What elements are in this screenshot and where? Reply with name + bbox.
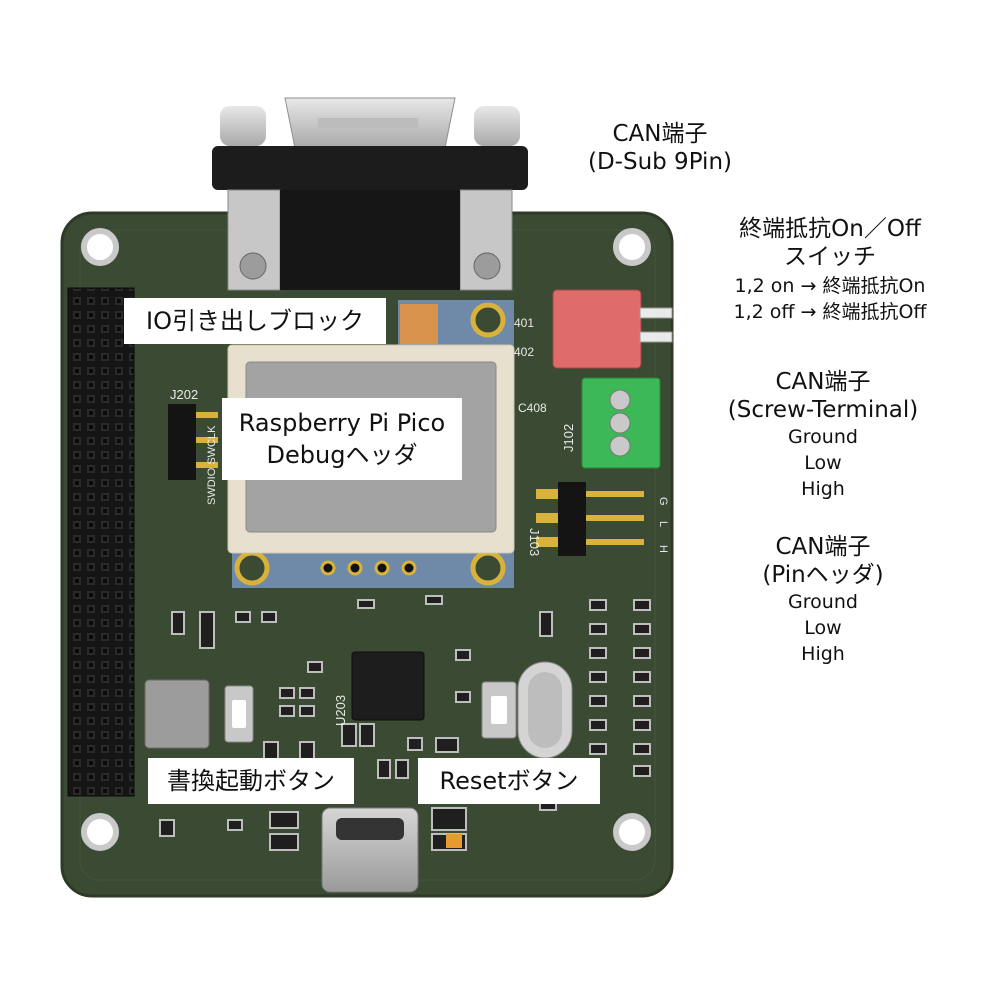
smd-part [261, 611, 277, 623]
reset-button-label: Resetボタン [418, 758, 600, 804]
silkscreen: J202 C408 401 402 J102 J103 U203 SWDIO S… [170, 316, 669, 726]
ann-pin-high: High [801, 643, 845, 665]
ann-term-line-2: 1,2 off → 終端抵抗Off [733, 301, 927, 323]
silk-r401: 401 [514, 316, 534, 330]
silk-j102: J102 [561, 424, 576, 452]
smd-part [633, 623, 651, 635]
smd-part [299, 705, 315, 717]
smd-part [455, 649, 471, 661]
smd-components [159, 595, 651, 851]
smd-part [199, 611, 215, 649]
smd-part [359, 723, 375, 747]
smd-part [159, 819, 175, 837]
smd-part [539, 611, 553, 637]
smd-part [633, 647, 651, 659]
can-pin-header [536, 482, 644, 556]
smd-part [435, 737, 459, 753]
annotation-can-pin: CAN端子 (Pinヘッダ) Ground Low High [720, 533, 926, 667]
silk-h: H [657, 545, 669, 553]
ann-screw-ground: Ground [788, 426, 858, 448]
crystal [517, 661, 573, 759]
silk-c408: C408 [518, 401, 547, 415]
silk-g: G [657, 497, 669, 506]
boot-button-label: 書換起動ボタン [148, 758, 354, 804]
smd-part [425, 595, 443, 605]
ann-pin-title-1: CAN端子 [775, 534, 871, 560]
annotation-can-screw: CAN端子 (Screw-Terminal) Ground Low High [710, 368, 936, 502]
smd-part [633, 695, 651, 707]
smd-part [431, 807, 467, 831]
smd-part [633, 765, 651, 777]
smd-part [633, 671, 651, 683]
smd-part [589, 719, 607, 731]
silk-l: L [657, 521, 669, 527]
usb-connector [321, 807, 419, 893]
silk-swd: SWDIO SWCLK [206, 425, 218, 505]
led-part [446, 834, 462, 848]
smd-part [269, 833, 299, 851]
smd-part [357, 599, 375, 609]
smd-part [279, 705, 295, 717]
ann-pin-ground: Ground [788, 591, 858, 613]
smd-part [589, 743, 607, 755]
ann-screw-low: Low [804, 452, 842, 474]
debug-header-pins [196, 412, 218, 468]
ann-screw-title-2: (Screw-Terminal) [727, 397, 919, 423]
smd-part [633, 743, 651, 755]
smd-part [455, 691, 471, 703]
smd-part [377, 759, 391, 779]
annotation-termination: 終端抵抗On／Off スイッチ 1,2 on → 終端抵抗On 1,2 off … [712, 215, 948, 325]
screw-terminal [581, 377, 661, 469]
smd-part [279, 687, 295, 699]
smd-part [589, 623, 607, 635]
annotation-can-dsub: CAN端子 (D-Sub 9Pin) [560, 120, 760, 176]
inductor [144, 679, 210, 749]
smd-part [235, 611, 251, 623]
boot-button-part [224, 685, 254, 743]
pico-debug-label: Raspberry Pi Pico Debugヘッダ [222, 398, 462, 480]
smd-part [341, 723, 357, 747]
ann-dsub-title: CAN端子 [612, 121, 708, 147]
smd-part [589, 695, 607, 707]
smd-part [171, 611, 185, 635]
termination-switch [552, 289, 673, 369]
reset-button-part [481, 681, 517, 739]
silk-u203: U203 [333, 695, 348, 726]
smd-part [633, 719, 651, 731]
ann-pin-title-2: (Pinヘッダ) [762, 562, 884, 588]
silk-r402: 402 [514, 345, 534, 359]
smd-part [633, 599, 651, 611]
pico-debug-line-1: Raspberry Pi Pico [238, 408, 446, 437]
ann-pin-low: Low [804, 617, 842, 639]
io-block-label: IO引き出しブロック [124, 298, 386, 344]
smd-part [227, 819, 243, 831]
ann-screw-high: High [801, 478, 845, 500]
smd-part [395, 759, 409, 779]
dsub-connector [212, 97, 528, 291]
io-pin-header [67, 287, 135, 797]
pico-debug-line-2: Debugヘッダ [266, 441, 418, 469]
silk-j202: J202 [170, 387, 198, 402]
mounting-holes [81, 228, 651, 851]
debug-header [168, 404, 196, 480]
smd-part [299, 687, 315, 699]
mcu-chip [351, 651, 425, 721]
smd-part [589, 599, 607, 611]
ann-dsub-subtitle: (D-Sub 9Pin) [587, 149, 732, 175]
ann-term-line-1: 1,2 on → 終端抵抗On [734, 275, 926, 297]
smd-part [269, 811, 299, 829]
smd-part [589, 671, 607, 683]
ann-term-title-1: 終端抵抗On／Off [739, 216, 921, 242]
silk-j103: J103 [527, 528, 542, 556]
smd-part [307, 661, 323, 673]
ann-term-title-2: スイッチ [784, 244, 876, 270]
smd-part [589, 647, 607, 659]
ann-screw-title-1: CAN端子 [775, 369, 871, 395]
smd-part [407, 737, 423, 751]
